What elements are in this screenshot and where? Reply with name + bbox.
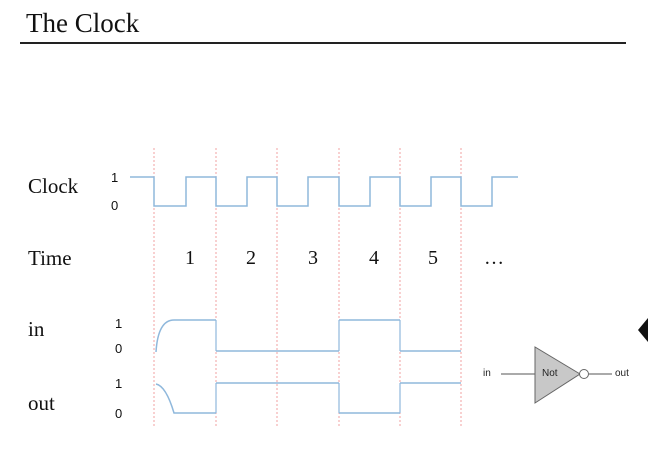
out-row-label: out (28, 391, 55, 415)
clock-row-label: Clock (28, 174, 79, 198)
partial-edge-shape (638, 318, 648, 342)
time-row-label: Time (28, 246, 72, 270)
gate-output-label: out (615, 368, 629, 379)
time-tick-4: 4 (369, 247, 379, 269)
out-low-level: 0 (115, 406, 123, 421)
clock-low-level: 0 (111, 198, 119, 213)
time-tick-1: 1 (185, 247, 195, 269)
in-row-label: in (28, 317, 45, 341)
clock-waveform (130, 176, 518, 207)
in-high-level: 1 (115, 316, 123, 331)
time-tick-2: 2 (246, 247, 256, 269)
gate-name-label: Not (542, 368, 558, 379)
cycle-divider-lines (153, 148, 462, 428)
clock-high-level: 1 (111, 170, 119, 185)
time-tick-3: 3 (308, 247, 318, 269)
gate-inversion-bubble (579, 369, 589, 379)
out-signal-segments (215, 382, 461, 414)
out-high-level: 1 (115, 376, 123, 391)
time-tick-5: 5 (428, 247, 438, 269)
in-signal-segments (215, 319, 461, 352)
slide-title: The Clock (26, 8, 140, 38)
gate-triangle (534, 346, 581, 404)
out-signal-initial-curve (155, 383, 216, 414)
not-gate (501, 346, 612, 404)
time-tick-ellipsis: … (484, 247, 504, 269)
gate-input-label: in (483, 368, 491, 379)
in-low-level: 0 (115, 341, 123, 356)
in-signal-initial-curve (155, 319, 216, 353)
title-underline (20, 42, 626, 44)
